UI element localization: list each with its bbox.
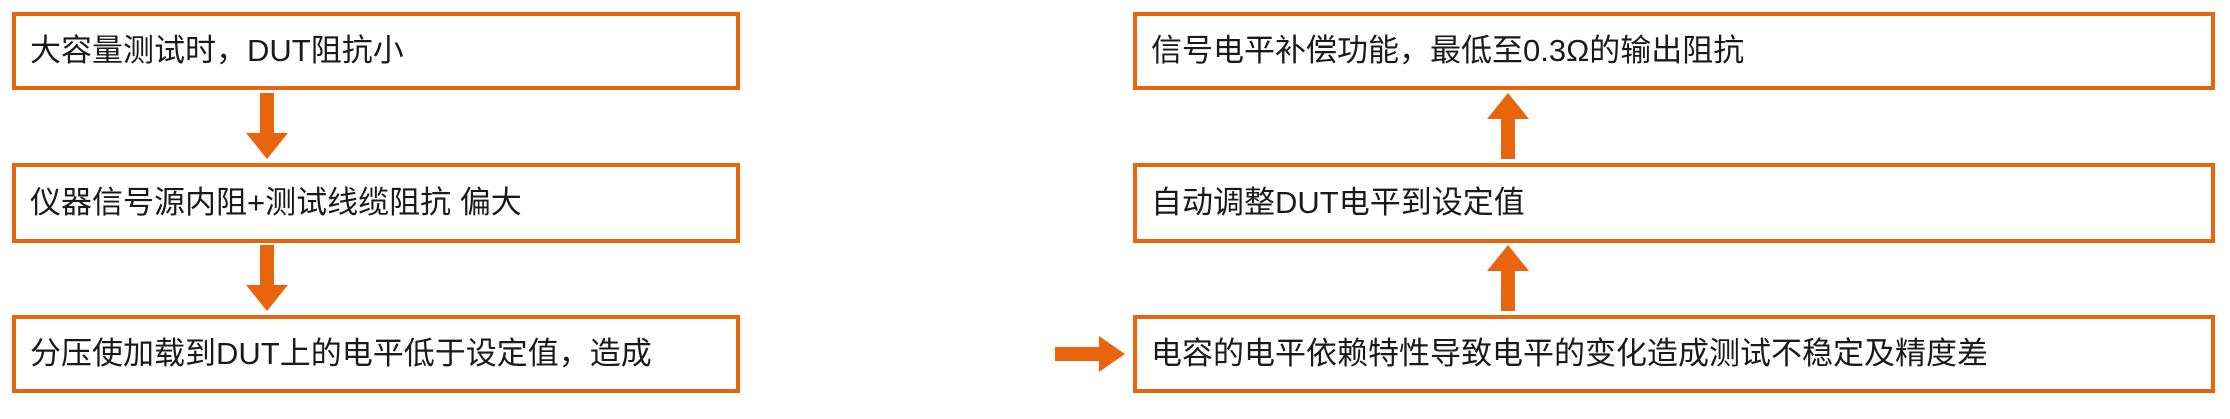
arrow-down-icon [243,93,291,159]
flow-node-left-1[interactable]: 大容量测试时，DUT阻抗小 [12,12,740,90]
flow-node-label: 大容量测试时，DUT阻抗小 [30,33,404,69]
arrow-up-icon [1484,245,1532,311]
flow-node-right-1[interactable]: 信号电平补偿功能，最低至0.3Ω的输出阻抗 [1133,12,2215,90]
flow-node-right-3[interactable]: 电容的电平依赖特性导致电平的变化造成测试不稳定及精度差 [1133,315,2215,393]
flow-node-label: 仪器信号源内阻+测试线缆阻抗 偏大 [30,185,522,221]
flow-node-label: 电容的电平依赖特性导致电平的变化造成测试不稳定及精度差 [1151,336,1988,372]
flow-node-left-3[interactable]: 分压使加载到DUT上的电平低于设定值，造成 [12,315,740,393]
flow-node-right-2[interactable]: 自动调整DUT电平到设定值 [1133,163,2215,243]
flow-node-label: 分压使加载到DUT上的电平低于设定值，造成 [30,336,652,372]
arrow-down-icon [243,245,291,311]
arrow-right-icon [1055,333,1125,375]
arrow-up-icon [1484,93,1532,159]
flow-node-label: 信号电平补偿功能，最低至0.3Ω的输出阻抗 [1151,33,1745,69]
flow-node-label: 自动调整DUT电平到设定值 [1151,185,1525,221]
flow-node-left-2[interactable]: 仪器信号源内阻+测试线缆阻抗 偏大 [12,163,740,243]
